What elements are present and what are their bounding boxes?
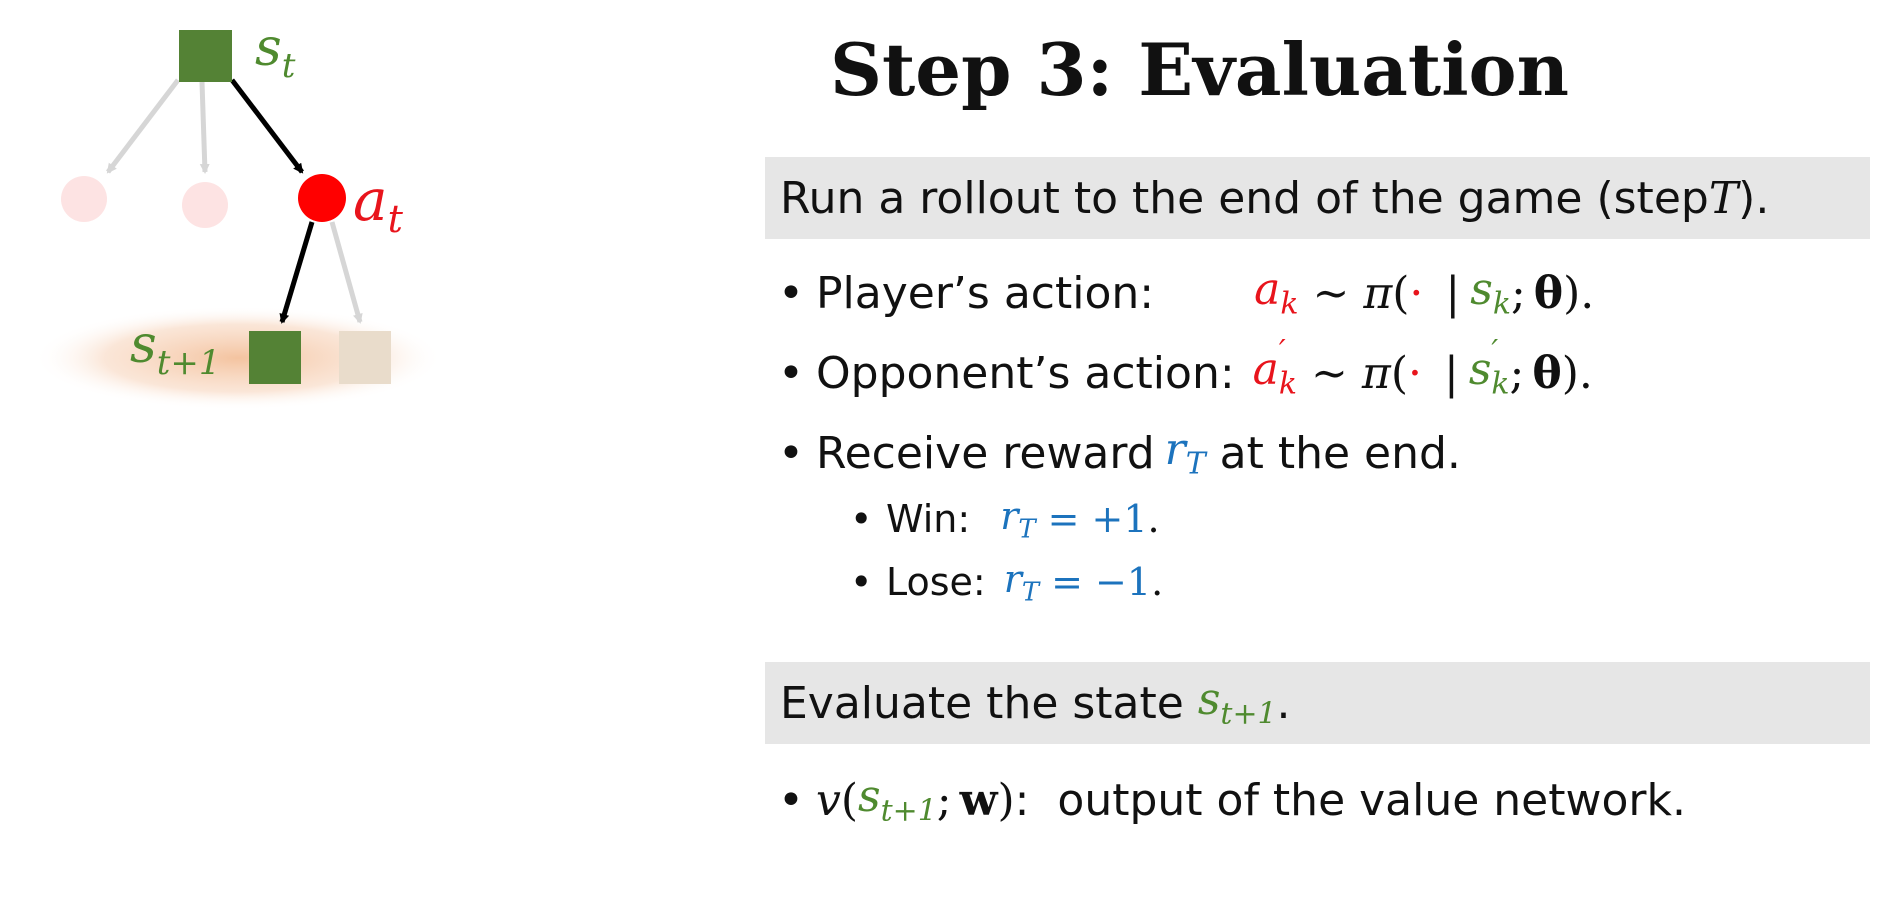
edge-action-other [329, 221, 363, 324]
policy-symbol: π [1363, 267, 1393, 319]
receive-reward-row: • Receive reward rT at the end. [778, 418, 1461, 488]
rollout-heading-band: Run a rollout to the end of the game (st… [765, 157, 1870, 239]
player-action-label: Player’s action: [816, 267, 1155, 319]
opponent-action-label: Opponent’s action: [816, 347, 1235, 399]
value-network-row: • v(st+1; w): output of the value networ… [778, 771, 1686, 829]
faded-action-node-left [61, 176, 107, 222]
reward-prefix: Receive reward [816, 427, 1155, 479]
action-label: at [353, 166, 404, 241]
rollout-heading-suffix: ). [1738, 172, 1770, 224]
opponent-action-symbol: a′k [1252, 333, 1298, 402]
slide-title: Step 3: Evaluation [830, 27, 1569, 112]
win-value: = +1 [1047, 497, 1148, 541]
policy-symbol: π [1361, 347, 1391, 399]
player-action-row: • Player’s action: ak ∼ π(· | sk; θ). [778, 264, 1595, 322]
search-tree-diagram: st at st+1 [33, 18, 443, 410]
lose-row: • Lose: rT = −1. [850, 556, 1164, 608]
win-reward-symbol: rT [1000, 493, 1036, 545]
next-state-node [249, 331, 301, 384]
symbol-T: T [1708, 172, 1739, 224]
dot-symbol: · [1409, 267, 1424, 319]
edge-root-action [230, 78, 304, 174]
edge-root-left [106, 78, 180, 174]
root-state-node [179, 30, 232, 82]
win-label: Win: [886, 497, 971, 541]
player-action-symbol: ak [1254, 264, 1299, 322]
bullet: • [778, 774, 804, 826]
faded-action-node-middle [182, 182, 228, 228]
value-state-symbol: st+1 [858, 771, 937, 829]
lose-reward-symbol: rT [1003, 556, 1040, 608]
value-network-description: : output of the value network. [1014, 774, 1686, 826]
bar-symbol: | [1444, 347, 1459, 399]
bullet: • [778, 267, 804, 319]
w-symbol: w [959, 774, 998, 826]
root-state-label: st [255, 18, 296, 86]
reward-suffix: at the end. [1205, 427, 1461, 479]
theta-symbol: θ [1532, 347, 1562, 399]
lose-label: Lose: [886, 560, 986, 604]
next-state-symbol: st+1 [1197, 674, 1277, 732]
bullet: • [850, 560, 873, 604]
edge-action-next [279, 221, 315, 324]
reward-symbol: rT [1164, 424, 1206, 482]
player-state-symbol: sk [1470, 264, 1511, 322]
next-state-label: st+1 [130, 315, 220, 383]
evaluate-heading-text: Evaluate the state [780, 677, 1198, 729]
theta-symbol: θ [1533, 267, 1564, 319]
bar-symbol: | [1445, 267, 1461, 319]
edge-root-middle [199, 81, 210, 174]
selected-action-node [298, 174, 346, 222]
opponent-action-row: • Opponent’s action: a′k ∼ π(· | s′k; θ)… [778, 333, 1593, 402]
lose-value: = −1 [1051, 560, 1152, 604]
sim-symbol: ∼ [1312, 267, 1350, 319]
sim-symbol: ∼ [1311, 347, 1348, 399]
faded-state-node [339, 331, 391, 384]
win-row: • Win: rT = +1. [850, 493, 1160, 545]
opponent-state-symbol: s′k [1468, 333, 1510, 402]
evaluate-heading-band: Evaluate the state st+1. [765, 662, 1870, 744]
bullet: • [850, 497, 873, 541]
bullet: • [778, 427, 804, 479]
rollout-heading-text: Run a rollout to the end of the game (st… [780, 172, 1709, 224]
evaluate-heading-suffix: . [1276, 677, 1291, 729]
dot-symbol: · [1408, 347, 1422, 399]
bullet: • [778, 347, 804, 399]
value-function-symbol: v [816, 774, 841, 826]
